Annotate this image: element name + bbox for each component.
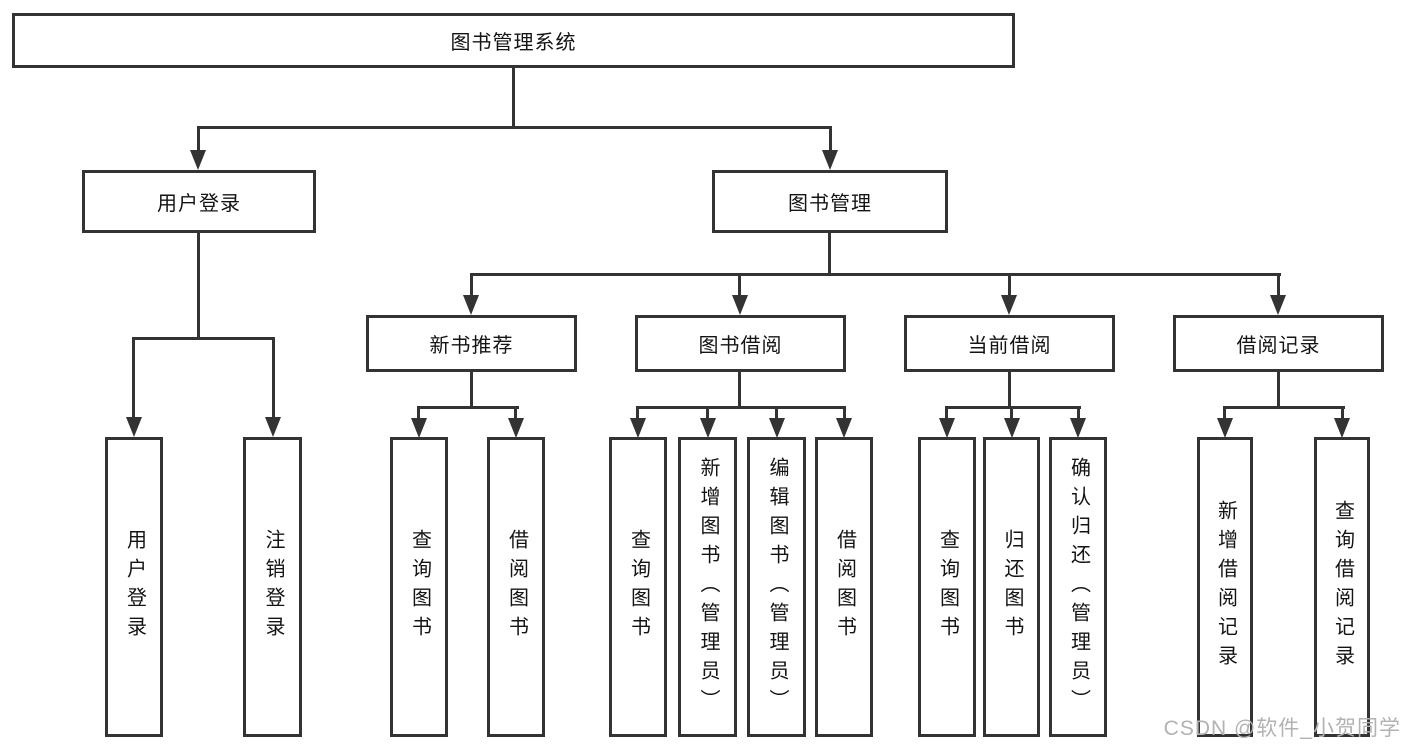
connector-line [1223,406,1226,420]
node-label: 查询图书 [408,529,431,645]
node-book-borrow: 图书借阅 [635,315,846,372]
connector-line [417,406,420,420]
arrowhead-down-icon [1001,295,1017,315]
node-label: 借阅图书 [833,529,856,645]
node-book-management: 图书管理 [712,170,948,233]
node-current-borrow: 当前借阅 [904,315,1115,372]
node-leaf-query-books-3: 查询图书 [918,437,976,737]
connector-line [470,370,473,408]
connector-line [1008,273,1011,297]
node-leaf-borrow-books-1: 借阅图书 [487,437,545,737]
connector-line [1077,406,1080,420]
watermark: CSDN @软件_小贺同学 [1163,717,1401,740]
node-leaf-borrow-books-2: 借阅图书 [815,437,873,737]
node-borrow-records: 借阅记录 [1173,315,1384,372]
connector-line [1341,406,1344,420]
node-label: 新增借阅记录 [1214,500,1237,674]
connector-line [828,231,831,273]
node-library-system: 图书管理系统 [12,13,1015,68]
node-label: 查询图书 [936,529,959,645]
connector-line [1277,370,1280,408]
arrowhead-down-icon [1270,295,1286,315]
connector-line [514,406,517,420]
connector-line [738,370,741,408]
arrowhead-down-icon [126,417,142,437]
arrowhead-down-icon [508,418,524,438]
node-label: 图书管理 [788,193,872,215]
connector-line [1223,406,1345,409]
arrowhead-down-icon [822,150,838,170]
connector-line [636,406,639,420]
connector-line [512,66,515,126]
arrowhead-down-icon [836,418,852,438]
arrowhead-down-icon [630,418,646,438]
connector-line [829,126,832,152]
node-leaf-logout: 注销登录 [243,437,302,737]
node-label: 确认归还（管理员） [1067,456,1090,718]
connector-line [945,406,1081,409]
arrowhead-down-icon [411,418,427,438]
connector-line [197,231,200,337]
arrowhead-down-icon [265,417,281,437]
connector-line [132,337,275,340]
connector-line [132,337,135,417]
connector-line [1277,273,1280,297]
connector-line [738,273,741,297]
arrowhead-down-icon [732,295,748,315]
arrowhead-down-icon [700,418,716,438]
node-leaf-query-books-2: 查询图书 [609,437,667,737]
node-user-login: 用户登录 [82,170,316,233]
node-leaf-confirm-return-admin: 确认归还（管理员） [1049,437,1107,737]
arrowhead-down-icon [1004,418,1020,438]
arrowhead-down-icon [190,150,206,170]
node-label: 图书借阅 [698,335,783,357]
node-label: 当前借阅 [967,335,1052,357]
node-leaf-add-books-admin: 新增图书（管理员） [678,437,737,737]
arrowhead-down-icon [769,418,785,438]
connector-line [636,406,846,409]
arrowhead-down-icon [463,295,479,315]
arrowhead-down-icon [1217,418,1233,438]
connector-line [197,126,200,152]
arrowhead-down-icon [1070,418,1086,438]
node-new-book-recommend: 新书推荐 [366,315,577,372]
arrowhead-down-icon [939,418,955,438]
node-label: 编辑图书（管理员） [766,456,788,718]
node-leaf-query-borrow-record: 查询借阅记录 [1314,437,1370,737]
node-label: 借阅记录 [1236,335,1321,357]
connector-line [945,406,948,420]
connector-line [197,126,832,129]
node-leaf-query-books-1: 查询图书 [390,437,448,737]
node-label: 借阅图书 [505,529,528,645]
node-label: 用户登录 [157,193,241,215]
node-leaf-add-borrow-record: 新增借阅记录 [1197,437,1253,737]
node-label: 用户登录 [123,529,146,645]
node-label: 新书推荐 [429,335,514,357]
connector-line [470,273,473,297]
connector-line [272,337,275,417]
node-leaf-edit-books-admin: 编辑图书（管理员） [747,437,806,737]
arrowhead-down-icon [1334,418,1350,438]
connector-line [843,406,846,420]
node-leaf-user-login: 用户登录 [105,437,163,737]
node-label: 查询图书 [627,529,650,645]
connector-line [775,406,778,420]
connector-line [1010,406,1013,420]
connector-line [706,406,709,420]
connector-line [470,273,1281,276]
node-label: 查询借阅记录 [1331,500,1354,674]
connector-line [1008,370,1011,408]
node-label: 新增图书（管理员） [697,456,719,718]
node-leaf-return-books: 归还图书 [983,437,1040,737]
node-label: 注销登录 [262,529,284,645]
connector-line [417,406,519,409]
node-label: 图书管理系统 [450,32,577,54]
node-label: 归还图书 [1001,529,1023,645]
